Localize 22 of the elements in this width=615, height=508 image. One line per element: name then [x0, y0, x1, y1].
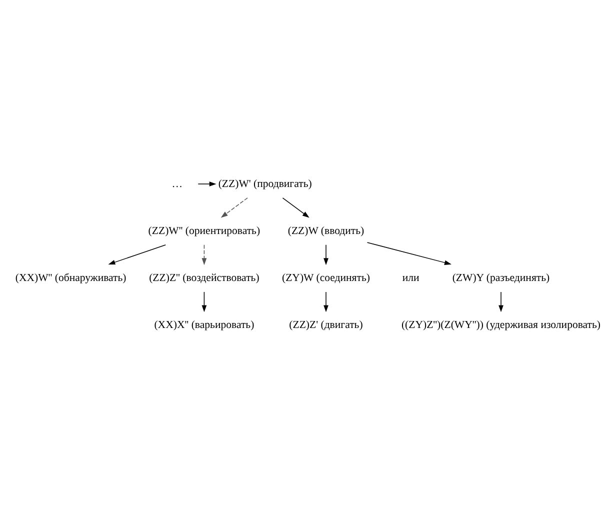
node-text: (ZZ)W (вводить): [288, 224, 364, 236]
arrow: [366, 242, 452, 264]
arrow: [198, 181, 216, 186]
arrow: [202, 244, 207, 265]
node-text: (XX)W'' (обнаруживать): [15, 271, 126, 284]
node-text: (ZZ)W' (продвигать): [218, 177, 312, 190]
node-text: (ZY)W (соединять): [282, 271, 370, 284]
node-text: (ZZ)W'' (ориентировать): [148, 224, 260, 236]
arrow: [202, 291, 207, 312]
arrow: [324, 291, 328, 312]
node-text: (XX)X'' (варьировать): [154, 318, 254, 330]
arrow: [282, 197, 310, 218]
arrow: [108, 244, 166, 264]
node-text: …: [172, 177, 183, 190]
label: или: [402, 271, 420, 284]
node-text: (ZW)Y (разъединять): [452, 271, 550, 284]
arrow: [220, 197, 248, 218]
node-text: (ZZ)Z'' (воздействовать): [149, 271, 260, 284]
node-text: ((ZY)Z'')(Z(WY'')) (удерживая изолировать): [401, 318, 601, 330]
arrow: [498, 291, 504, 312]
node-text: (ZZ)Z' (двигать): [289, 318, 363, 330]
arrow: [324, 244, 328, 265]
